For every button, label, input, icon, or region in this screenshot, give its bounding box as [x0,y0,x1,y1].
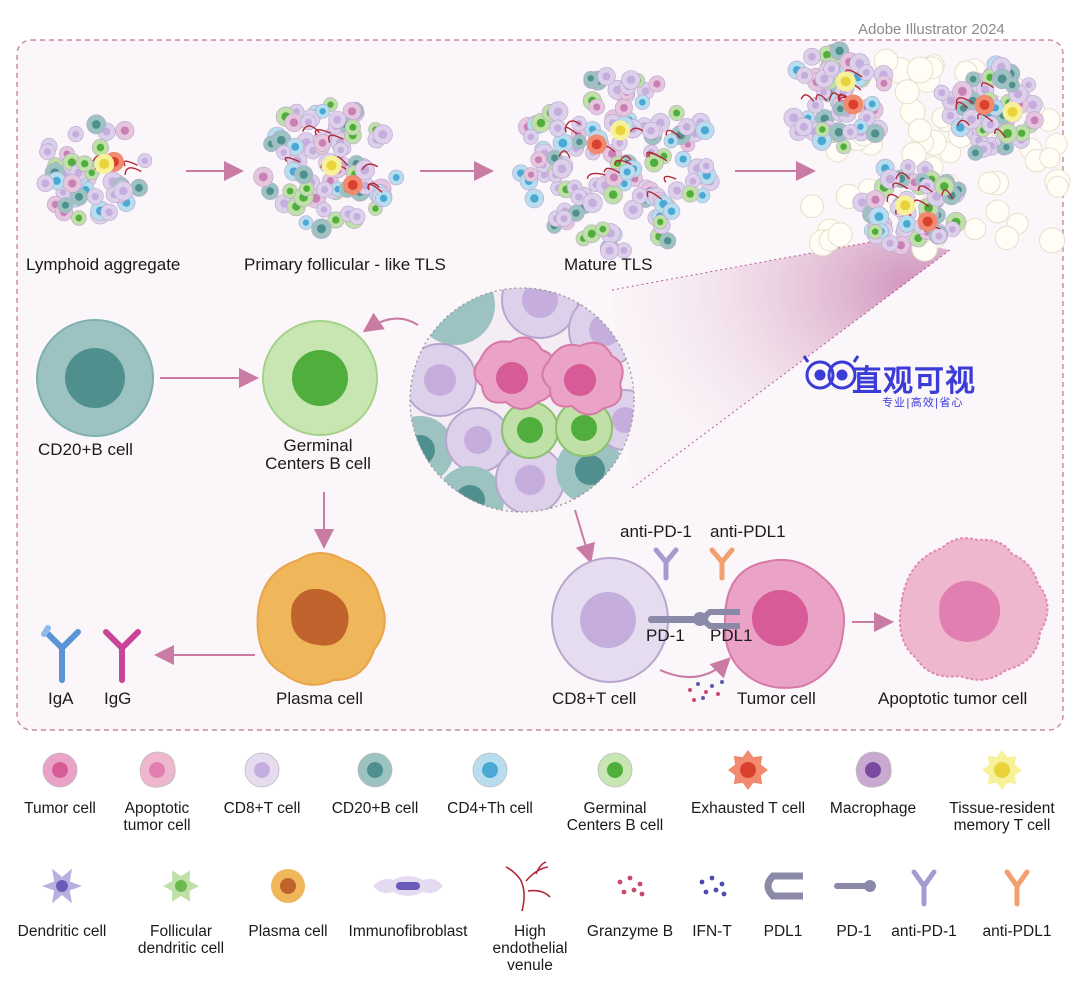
anti-pd1-antibody [653,547,679,581]
label-gcb-line1: Germinal [283,436,353,455]
legend-label-germinal-centers-b-cell: Germinal [583,800,647,817]
pdl1-icon [764,872,803,900]
exhausted-t-cell-icon [728,750,768,790]
primary-follicular-cluster [253,97,405,239]
apoptotic-tumor-cell-icon [139,751,176,788]
legend-label-pdl1: PDL1 [763,923,803,940]
dendritic-cell-icon [42,868,82,904]
legend-label-tissue-resident-memory-t-cell: Tissue-resident [949,800,1055,817]
cd20-b-cell [36,319,154,437]
label-igg: IgG [104,689,132,708]
legend-label-apoptotic-tumor-cell-line2: tumor cell [123,817,191,834]
arrow-zoom-to-gcb [362,312,419,333]
tls-cluster-a [783,41,894,155]
high-endothelial-venule-icon [505,861,551,912]
label-iga: IgA [48,689,74,708]
anti-pdl1-antibody [709,547,735,581]
tumor-cell [723,558,845,689]
igg-antibody [103,629,141,683]
anti-pd1-icon [911,869,937,907]
cd8-t-cell [551,557,669,683]
legend-label-follicular-dendritic-cell-line2: dendritic cell [137,940,225,957]
legend-label-tumor-cell: Tumor cell [24,800,96,817]
label-pd1: PD-1 [646,626,685,645]
legend-label-high-endothelial-venule-line2: endothelial [492,940,568,957]
legend-label-anti-pdl1: anti-PDL1 [982,923,1052,940]
zoom-beam [612,238,950,488]
arrow-cd8-to-tumor [659,657,731,679]
pd1-icon [834,880,876,892]
brand-subtitle: 专业|高效|省心 [882,396,964,409]
legend-label-macrophage: Macrophage [829,800,917,817]
tls-stage-clusters [36,41,1071,262]
lymphoid-aggregate-cluster [36,114,153,226]
legend-icons [42,750,1030,912]
macrophage-icon [855,751,892,788]
legend-label-ifn-t: IFN-T [692,923,732,940]
legend-label-tissue-resident-memory-t-cell-line2: memory T cell [953,817,1051,834]
pd1-pdl1-binding [648,609,740,629]
corner-note: Adobe Illustrator 2024 [858,21,1005,38]
germinal-centers-b-cell [262,320,378,436]
germinal-centers-b-cell-icon [597,752,633,788]
iga-antibody [41,625,81,683]
legend-label-high-endothelial-venule-line3: venule [507,957,553,974]
legend-label-plasma-cell: Plasma cell [248,923,328,940]
cd4-th-cell-icon [472,752,508,788]
legend-label-cd4-th-cell: CD4+Th cell [447,800,533,817]
apoptotic-tumor-cell [898,537,1049,681]
immunofibroblast-icon [373,876,443,896]
granzyme-dots [688,680,724,702]
plasma-cell [256,552,386,686]
label-anti-pdl1: anti-PDL1 [710,522,786,541]
tls-cluster-c [852,158,967,255]
stage-label-lymphoid-aggregate: Lymphoid aggregate [26,255,181,274]
label-apoptotic-tumor-cell: Apoptotic tumor cell [878,689,1028,708]
plasma-cell-icon [271,869,305,903]
legend-label-cd8-t-cell: CD8+T cell [223,800,301,817]
legend-label-immunofibroblast: Immunofibroblast [348,923,468,940]
legend-label-exhausted-t-cell: Exhausted T cell [690,800,806,817]
brand-title: 直观可视 [852,364,976,399]
cd8-t-cell-icon [244,752,280,788]
mature-tls-cluster [512,67,720,261]
label-tumor-cell: Tumor cell [737,689,816,708]
legend-label-pd1: PD-1 [836,923,872,940]
legend-label-granzyme-b: Granzyme B [586,923,674,940]
legend-label-high-endothelial-venule: High [514,923,546,940]
legend-label-germinal-centers-b-cell-line2: Centers B cell [566,817,664,834]
legend-label-apoptotic-tumor-cell: Apoptotic [124,800,190,817]
label-gcb-line2: Centers B cell [265,454,371,473]
stage-label-mature-tls: Mature TLS [564,255,653,274]
brand-logo-icon [802,355,860,390]
stage-label-primary-follicular: Primary follicular - like TLS [244,255,446,274]
label-cd20-b-cell: CD20+B cell [38,440,133,459]
granzyme-b-icon [617,875,645,897]
legend-label-dendritic-cell: Dendritic cell [17,923,107,940]
anti-pdl1-icon [1004,869,1030,907]
tls-cluster-b [933,55,1044,161]
label-pdl1: PDL1 [710,626,753,645]
cd20-b-cell-icon [357,752,393,788]
legend-label-cd20-b-cell: CD20+B cell [331,800,419,817]
legend-label-follicular-dendritic-cell: Follicular [149,923,213,940]
label-plasma-cell: Plasma cell [276,689,363,708]
arrow-zoom-to-cd8 [574,509,595,564]
follicular-dendritic-cell-icon [163,870,199,902]
ifn-t-icon [699,875,727,897]
label-anti-pd1: anti-PD-1 [620,522,692,541]
legend-label-anti-pd1: anti-PD-1 [891,923,957,940]
tissue-resident-memory-t-cell-icon [982,750,1022,790]
label-cd8-t-cell: CD8+T cell [552,689,637,708]
tumor-cell-icon [42,752,78,788]
